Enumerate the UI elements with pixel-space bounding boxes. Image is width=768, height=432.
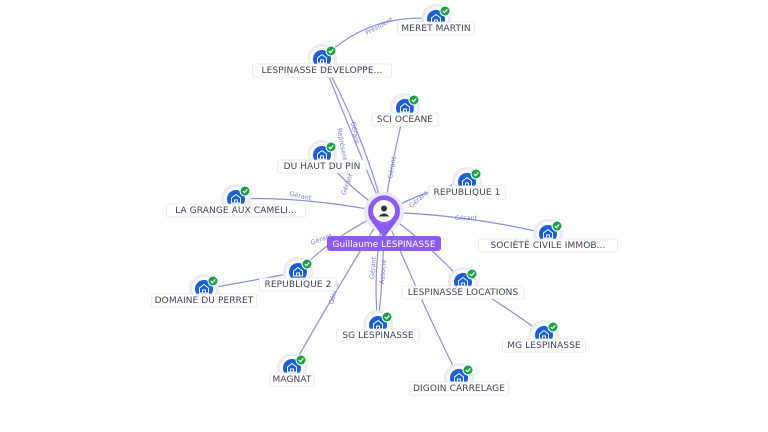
- verified-check-icon: [301, 258, 313, 270]
- node-label-bg: [258, 277, 337, 292]
- company-icon: [317, 149, 327, 160]
- edge-label: Gérant: [455, 214, 478, 222]
- node-lespdev[interactable]: LESPINASSE DEVELOPPE...: [252, 44, 392, 78]
- company-icon: [287, 362, 297, 373]
- node-label-bg: [252, 63, 392, 78]
- verified-check-icon: [207, 275, 219, 287]
- verified-check-icon: [381, 311, 393, 323]
- company-icon: [231, 193, 241, 204]
- node-label-bg: [150, 293, 257, 308]
- person-icon: [378, 205, 390, 217]
- check-mark-icon: [554, 224, 560, 229]
- node-label: REPUBLIQUE 1: [434, 188, 501, 198]
- company-icon: [293, 266, 303, 277]
- verified-check-icon: [462, 364, 474, 376]
- verified-check-icon: [439, 5, 451, 17]
- verified-check-icon: [547, 321, 559, 333]
- node-scioceane[interactable]: SCI OCEANE: [371, 93, 439, 127]
- edge-label: Gérant: [368, 256, 378, 279]
- node-sglesp[interactable]: SG LESPINASSE: [336, 310, 420, 343]
- check-mark-icon: [304, 262, 310, 267]
- node-mglesp[interactable]: MG LESPINASSE: [502, 320, 586, 353]
- verified-check-icon: [470, 168, 482, 180]
- node-domaine[interactable]: DOMAINE DU PERRET: [150, 274, 257, 308]
- check-mark-icon: [473, 172, 479, 177]
- node-societe[interactable]: SOCIÉTÉ CIVILE IMMOB...: [478, 219, 618, 253]
- check-mark-icon: [550, 325, 556, 330]
- node-label-bg: [478, 238, 618, 253]
- center-label-bg: [327, 236, 441, 251]
- check-mark-icon: [328, 145, 334, 150]
- node-magnat[interactable]: MAGNAT: [269, 353, 315, 387]
- nodes-layer: MERET MARTIN LESPINASSE DEVELOPPE... SCI O…: [150, 4, 618, 396]
- edge-label: Gérant: [386, 156, 398, 180]
- node-label-bg: [401, 285, 525, 300]
- edge-label: Gérant: [349, 121, 361, 145]
- check-mark-icon: [298, 358, 304, 363]
- node-label: LA GRANGE AUX CAMELI...: [175, 206, 297, 216]
- node-lagrange[interactable]: LA GRANGE AUX CAMELI...: [166, 184, 306, 218]
- node-label: SOCIÉTÉ CIVILE IMMOB...: [490, 239, 605, 251]
- node-label: DOMAINE DU PERRET: [155, 296, 254, 306]
- company-icon: [400, 102, 410, 113]
- node-label-bg: [336, 328, 420, 343]
- node-label: SG LESPINASSE: [342, 331, 414, 341]
- node-label: LESPINASSE LOCATIONS: [408, 288, 519, 298]
- check-mark-icon: [328, 49, 334, 54]
- node-label: DU HAUT DU PIN: [284, 162, 361, 172]
- edge-label: Associé: [378, 259, 388, 284]
- node-label-bg: [427, 185, 506, 200]
- node-label-bg: [408, 381, 510, 396]
- node-rep2[interactable]: REPUBLIQUE 2: [258, 257, 337, 292]
- node-digoin[interactable]: DIGOIN CARRELAGE: [408, 363, 510, 396]
- company-icon: [317, 53, 327, 64]
- company-icon: [199, 283, 209, 294]
- check-mark-icon: [384, 315, 390, 320]
- node-label: MERET MARTIN: [401, 24, 470, 34]
- check-mark-icon: [469, 272, 475, 277]
- node-label-bg: [502, 338, 586, 353]
- verified-check-icon: [239, 185, 251, 197]
- check-mark-icon: [242, 189, 248, 194]
- node-label-bg: [371, 112, 439, 127]
- node-label: SCI OCEANE: [377, 115, 433, 125]
- verified-check-icon: [466, 268, 478, 280]
- company-icon: [543, 228, 553, 239]
- node-label-bg: [277, 159, 367, 174]
- edge-label: Gérant: [340, 172, 355, 196]
- edge-center-magnat: [291, 211, 385, 369]
- node-rep1[interactable]: REPUBLIQUE 1: [427, 167, 506, 200]
- verified-check-icon: [325, 45, 337, 57]
- check-mark-icon: [411, 98, 417, 103]
- verified-check-icon: [408, 94, 420, 106]
- node-label-bg: [166, 203, 306, 218]
- node-label: REPUBLIQUE 2: [265, 280, 332, 290]
- node-duhautdupin[interactable]: DU HAUT DU PIN: [277, 140, 367, 174]
- center-node[interactable]: Guillaume LESPINASSE: [327, 192, 441, 251]
- check-mark-icon: [442, 9, 448, 14]
- verified-check-icon: [295, 354, 307, 366]
- node-lesploc[interactable]: LESPINASSE LOCATIONS: [401, 267, 525, 300]
- center-label: Guillaume LESPINASSE: [332, 240, 435, 250]
- node-label: DIGOIN CARRELAGE: [413, 384, 505, 394]
- node-label: LESPINASSE DEVELOPPE...: [261, 66, 382, 76]
- node-label-bg: [396, 21, 475, 36]
- check-mark-icon: [465, 368, 471, 373]
- check-mark-icon: [210, 279, 216, 284]
- node-label: MG LESPINASSE: [507, 341, 581, 351]
- edge-label: Président: [364, 15, 395, 37]
- verified-check-icon: [325, 141, 337, 153]
- node-label-bg: [269, 372, 315, 387]
- node-meret[interactable]: MERET MARTIN: [396, 4, 475, 36]
- node-label: MAGNAT: [272, 375, 311, 385]
- verified-check-icon: [551, 220, 563, 232]
